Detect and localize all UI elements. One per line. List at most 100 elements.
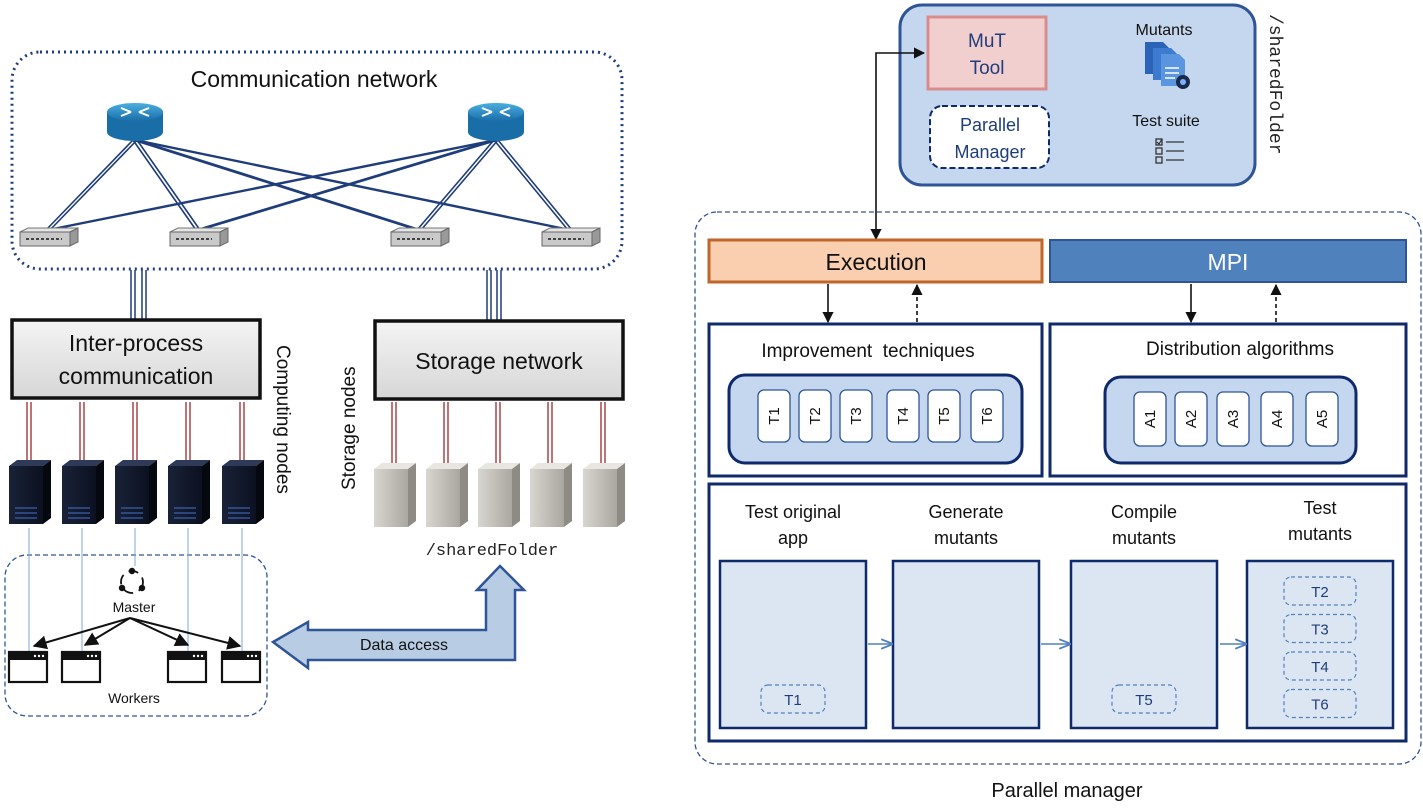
algorithm-pill xyxy=(1305,391,1339,447)
communication-network-title: Communication network xyxy=(191,66,438,92)
technique-label: T3 xyxy=(848,407,865,425)
master-label: Master xyxy=(113,599,156,615)
stage-title: Test original xyxy=(745,502,841,522)
stage-technique-tag-label: T3 xyxy=(1311,622,1329,639)
storage-server-icons xyxy=(374,463,625,527)
data-access-arrow xyxy=(270,564,528,671)
stage-title: mutants xyxy=(1112,528,1176,548)
master-to-worker-arrows xyxy=(32,617,242,650)
technique-label: T4 xyxy=(895,407,912,425)
mut-tool-box xyxy=(926,15,1048,91)
execution-label: Execution xyxy=(825,249,926,275)
technique-pill xyxy=(970,389,1004,443)
algorithm-pill xyxy=(1133,391,1167,447)
mut-tool-label-line1: MuT xyxy=(968,31,1006,52)
algorithm-label: A3 xyxy=(1225,410,1242,428)
technique-label: T5 xyxy=(936,407,953,425)
mutants-label: Mutants xyxy=(1136,22,1193,39)
technique-pill xyxy=(886,389,920,443)
inter-process-communication-box xyxy=(10,318,262,400)
inter-process-label-line2: communication xyxy=(59,363,214,389)
computing-nodes-label: Computing nodes xyxy=(272,345,293,494)
stage-technique-tag xyxy=(1111,684,1177,714)
workers-label: Workers xyxy=(108,690,160,706)
parallel-manager-container xyxy=(694,211,1422,765)
technique-label: T6 xyxy=(979,407,996,425)
parallel-manager-mini-line1: Parallel xyxy=(960,115,1020,135)
shared-folder-vertical-label: /sharedFolder xyxy=(1264,14,1284,154)
stage-title: Compile xyxy=(1111,502,1177,522)
technique-pill xyxy=(757,389,791,443)
technique-pill xyxy=(927,389,961,443)
worker-links xyxy=(28,528,243,652)
master-icon xyxy=(118,567,146,594)
stage-technique-tag xyxy=(1283,613,1357,644)
switch-icon xyxy=(541,227,601,247)
stage-technique-tag xyxy=(1283,688,1357,719)
worker-icons xyxy=(7,650,262,684)
stage-title: Test xyxy=(1303,498,1336,518)
switch-icon xyxy=(390,227,450,247)
technique-pill xyxy=(798,389,832,443)
storage-nodes-label: Storage nodes xyxy=(339,366,360,490)
distribution-algorithms-title: Distribution algorithms xyxy=(1146,339,1334,360)
stage-technique-tag-label: T4 xyxy=(1311,659,1329,676)
technique-label: T2 xyxy=(807,407,824,425)
parallel-manager-caption: Parallel manager xyxy=(991,780,1143,802)
router-icon xyxy=(468,103,524,141)
mpi-label: MPI xyxy=(1208,249,1249,275)
stage-technique-tag-label: T6 xyxy=(1311,697,1329,714)
compute-cables xyxy=(26,402,245,462)
stage-technique-tag xyxy=(1283,651,1357,681)
algorithm-label: A5 xyxy=(1314,410,1331,428)
stage-box xyxy=(1245,559,1395,730)
data-access-label: Data access xyxy=(360,637,448,654)
technique-pills: T1 T2 T3 T4 T5 T6 xyxy=(757,389,1004,443)
mut-to-execution-arrow xyxy=(870,47,926,241)
technique-pill xyxy=(839,389,873,443)
uplink-lines xyxy=(130,270,502,320)
algorithm-pill xyxy=(1216,391,1250,447)
stage-technique-tag-label: T5 xyxy=(1135,692,1153,709)
algorithm-pill xyxy=(1260,391,1294,447)
stage-technique-tag-label: T1 xyxy=(784,692,802,709)
master-workers-container xyxy=(4,554,268,717)
stage-technique-tag xyxy=(760,684,826,714)
network-links xyxy=(45,139,573,231)
storage-network-label: Storage network xyxy=(415,348,583,374)
storage-cables xyxy=(391,402,606,464)
stage-technique-tag xyxy=(1283,576,1357,606)
mut-tool-label-line2: Tool xyxy=(970,58,1005,79)
test-suite-label: Test suite xyxy=(1132,113,1200,130)
storage-shared-folder-label: /sharedFolder xyxy=(426,542,559,561)
improvement-techniques-title: Improvement techniques xyxy=(761,341,974,362)
stage-title: app xyxy=(778,528,808,548)
execution-bar xyxy=(707,238,1044,284)
algorithm-label: A4 xyxy=(1269,410,1286,428)
computing-server-icons xyxy=(9,460,264,524)
algorithm-pill xyxy=(1174,391,1208,447)
algorithm-pills: A1 A2 A3 A4 A5 xyxy=(1133,391,1339,447)
parallel-manager-mini-box xyxy=(929,105,1050,169)
stage-technique-tag-label: T2 xyxy=(1311,584,1329,601)
technique-label: T1 xyxy=(766,407,783,425)
switch-icon xyxy=(169,227,229,247)
stage-title: Generate xyxy=(928,502,1003,522)
stage-box xyxy=(891,559,1041,730)
execution-techniques-arrows xyxy=(822,283,1282,324)
algorithm-label: A1 xyxy=(1142,410,1159,428)
stage-box xyxy=(1069,559,1219,730)
algorithm-label: A2 xyxy=(1183,410,1200,428)
stage-title: mutants xyxy=(934,528,998,548)
storage-network-box xyxy=(373,319,625,401)
mpi-bar xyxy=(1049,239,1407,283)
mutants-files-icon xyxy=(1145,42,1190,89)
stage-title: mutants xyxy=(1288,524,1352,544)
communication-network-container xyxy=(10,50,624,271)
parallel-manager-mini-line2: Manager xyxy=(954,142,1025,162)
inter-process-label-line1: Inter-process xyxy=(69,330,203,356)
stage-box xyxy=(718,559,868,730)
test-suite-checklist-icon xyxy=(1155,138,1184,164)
